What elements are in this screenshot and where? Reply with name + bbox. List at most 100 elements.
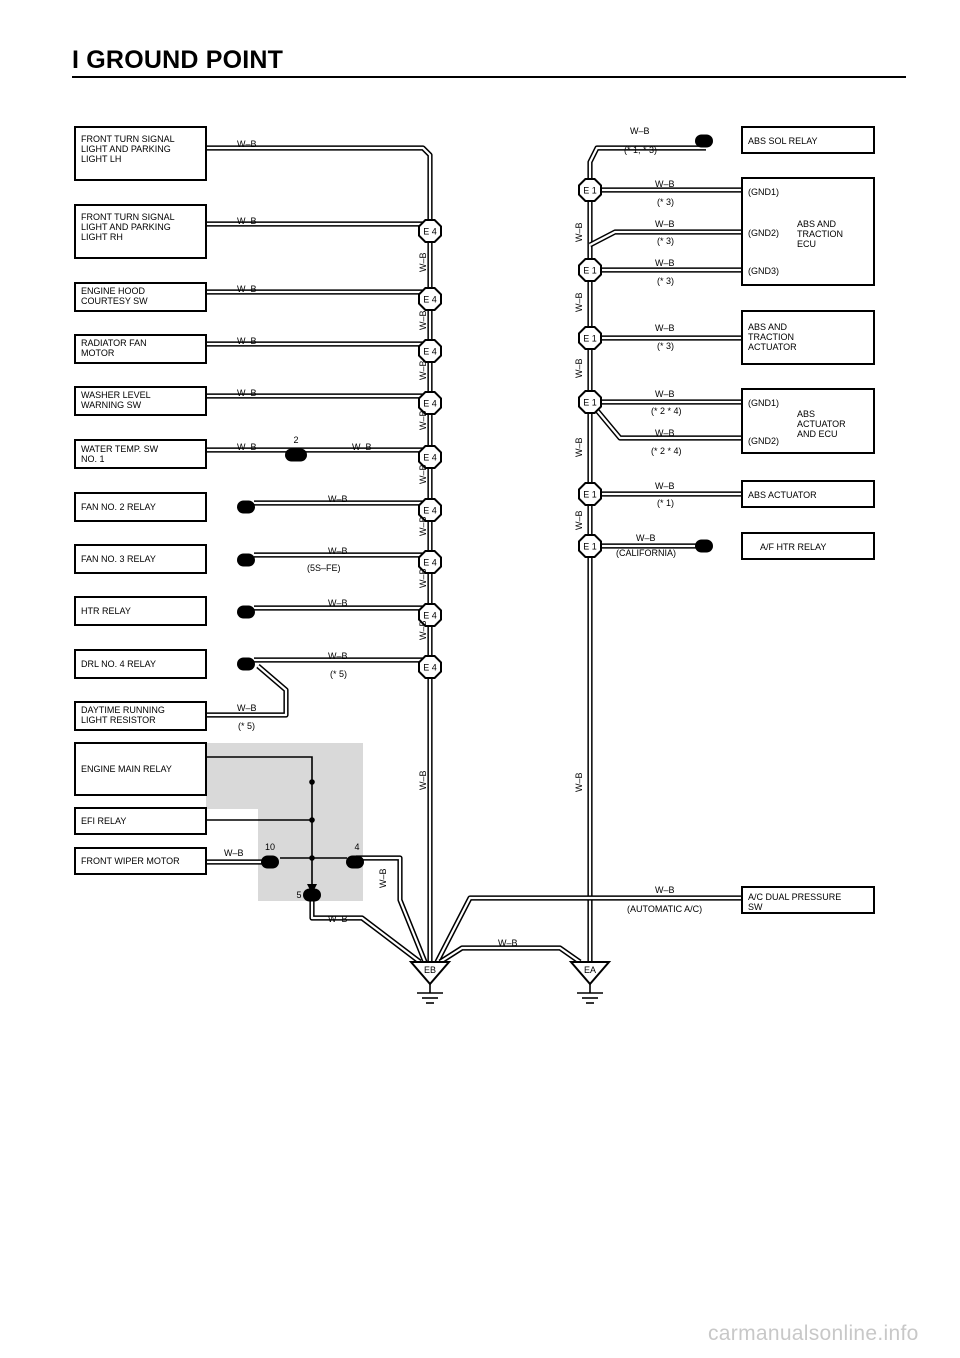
connector-ea1-pin: 2 [293,435,298,445]
wire-label: W–B [237,284,257,294]
bus-label: W–B [418,770,428,790]
right-component-label: (GND2) [748,436,779,446]
left-component-label: ENGINE HOOD [81,286,146,296]
right-component-box [741,126,875,154]
wire-label: W–B [237,703,257,713]
relay-pin [237,553,255,567]
wire-label: W–B [224,848,244,858]
wire-label: W–B [237,336,257,346]
front-lh-wire [206,146,432,231]
bus-label: W–B [418,310,428,330]
note-label: (* 2 * 4) [651,406,682,416]
note-label: (5S–FE) [307,563,341,573]
left-component-box [74,596,207,626]
eb-ea-wire [438,945,582,965]
ground-ea [568,961,612,986]
wire-label: W–B [630,126,650,136]
right-component-box [741,480,875,508]
relay-pin [237,605,255,619]
splice-e4 [418,655,442,679]
right-component-label: ABS AND [797,219,837,229]
left-component-label: LIGHT AND PARKING [81,222,171,232]
left-component-label: MOTOR [81,348,115,358]
wire-label: W–B [237,442,257,452]
wire-label: W–B [655,323,675,333]
right-component-label: TRACTION [797,229,843,239]
left-component-label: DRL NO. 4 RELAY [81,659,156,669]
watermark: carmanualsonline.info [708,1322,919,1345]
wiper-2f-wire [356,855,428,963]
left-component-box [74,544,207,574]
left-component-label: FRONT WIPER MOTOR [81,856,180,866]
note-label: (* 3) [657,276,674,286]
right-component-label: ABS SOL RELAY [748,136,818,146]
connector-2j [261,855,279,869]
splice-e4-label: E 4 [423,506,437,516]
ground-eb [408,961,452,986]
left-component-box [74,807,207,835]
relay-pin [695,134,713,148]
relay-pin [695,539,713,553]
connector-ea1 [285,448,307,462]
wire-label: W–B [655,885,675,895]
wire-label: W–B [636,533,656,543]
relay-pin-label: 1 [243,503,248,513]
bus-label: W–B [418,252,428,272]
splice-e1 [578,258,602,282]
left-component-label: FAN NO. 2 RELAY [81,502,156,512]
left-component-label: ENGINE MAIN RELAY [81,764,172,774]
splice-e4-label: E 4 [423,347,437,357]
relay-pin [237,657,255,671]
wire-label: W–B [328,494,348,504]
right-component-box [741,388,875,454]
note-label: (CALIFORNIA) [616,548,676,558]
relay-pin [237,500,255,514]
splice-e4-label: E 4 [423,611,437,621]
thin-wire [206,756,313,889]
relay-pin-label: 1 [243,608,248,618]
splice-e1-label: E 1 [583,266,597,276]
gnd2-wire [589,230,742,246]
shaded-area [206,743,363,809]
bus-label: W–B [378,868,388,888]
note-label: (* 3) [657,197,674,207]
right-component-label: AND ECU [797,429,838,439]
left-component-label: WASHER LEVEL [81,390,151,400]
splice-e1-label: E 1 [583,398,597,408]
right-component-box [741,886,875,914]
splice-e4-label: E 4 [423,399,437,409]
relay-pin-label: 3 [701,137,706,147]
page-title: I GROUND POINT [72,46,284,74]
right-component-label: (GND3) [748,266,779,276]
bus-label: W–B [574,358,584,378]
right-component-box [741,532,875,560]
wire-label: W–B [328,914,348,924]
wire-label: W–B [328,651,348,661]
splice-e4-label: E 4 [423,453,437,463]
wire-label: W–B [328,546,348,556]
note-label: (AUTOMATIC A/C) [627,904,702,914]
junction-dot [309,817,315,823]
wire-label: W–B [237,388,257,398]
left-component-label: HTR RELAY [81,606,131,616]
connector-2j-label: 2J [265,858,275,868]
splice-e4-label: E 4 [423,227,437,237]
bus-label: W–B [418,568,428,588]
junction-dot [309,855,315,861]
left-component-box [74,492,207,522]
splice-e1 [578,534,602,558]
splice-e4 [418,391,442,415]
left-component-label: FRONT TURN SIGNAL [81,212,175,222]
bus-label: W–B [574,437,584,457]
note-label: (* 2 * 4) [651,446,682,456]
wire-label: W–B [328,598,348,608]
splice-e1-label: E 1 [583,542,597,552]
splice-e1-label: E 1 [583,186,597,196]
ac-wire [436,896,742,963]
ground-ea-label: EA [584,965,596,975]
right-component-label: A/F HTR RELAY [760,542,826,552]
splice-e1-label: E 1 [583,490,597,500]
connector-2c-label: 2C [306,891,318,901]
left-component-label: EFI RELAY [81,816,126,826]
left-component-label: LIGHT RESISTOR [81,715,156,725]
